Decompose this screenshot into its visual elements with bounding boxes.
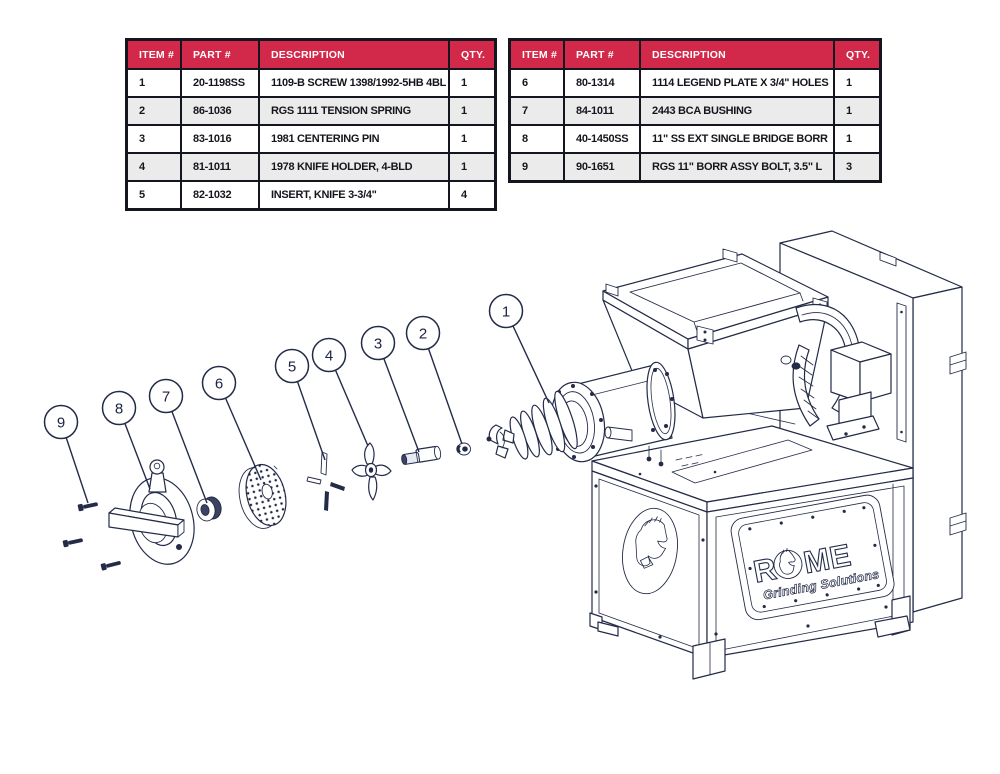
grinder-machine-illustration: R ME Grinding Solutions [486, 230, 967, 680]
col-header-qty: QTY. [833, 41, 879, 68]
callouts: 1 2 3 4 5 6 7 8 [43, 293, 550, 504]
callout-9: 9 [43, 404, 79, 440]
cell-description: 1981 CENTERING PIN [258, 126, 448, 152]
cell-qty: 1 [833, 98, 879, 124]
cell-item: 4 [139, 161, 145, 173]
rome-logo-plate: R ME Grinding Solutions [730, 494, 895, 621]
cell-description: 1114 LEGEND PLATE X 3/4" HOLES [639, 70, 833, 96]
part-knife-inserts [306, 451, 345, 511]
cell-item: 9 [522, 161, 528, 173]
exploded-parts [62, 442, 471, 571]
part-single-bridge [108, 459, 195, 565]
cell-qty: 1 [833, 70, 879, 96]
callout-2-number: 2 [419, 326, 427, 343]
machine-hopper [602, 248, 829, 419]
cell-qty: 1 [448, 126, 494, 152]
callout-5-number: 5 [288, 359, 296, 376]
parts-table-left-header: ITEM # PART # DESCRIPTION QTY. [128, 41, 494, 68]
callout-2: 2 [405, 315, 441, 351]
cell-qty: 3 [833, 154, 879, 180]
callout-8: 8 [101, 390, 137, 426]
callout-3-number: 3 [374, 336, 382, 353]
auger-screw [486, 390, 578, 460]
col-header-part: PART # [180, 41, 258, 68]
col-header-qty: QTY. [448, 41, 494, 68]
callout-4: 4 [311, 337, 347, 373]
callout-6-number: 6 [215, 376, 223, 393]
table-row: 4 81-1011 1978 KNIFE HOLDER, 4-BLD 1 [128, 152, 494, 180]
table-row: 5 82-1032 INSERT, KNIFE 3-3/4" 4 [128, 180, 494, 208]
cell-description: RGS 11" BORR ASSY BOLT, 3.5" L [639, 154, 833, 180]
callout-1: 1 [488, 293, 524, 329]
cell-item: 7 [522, 105, 528, 117]
machine-grinding-head [486, 361, 676, 467]
part-bushing [196, 496, 222, 522]
callout-7: 7 [148, 378, 184, 414]
part-assy-bolts [62, 502, 121, 571]
helmet-emblem [622, 507, 678, 595]
col-header-part: PART # [563, 41, 639, 68]
table-row: 7 84-1011 2443 BCA BUSHING 1 [511, 96, 879, 124]
table-row: 2 86-1036 RGS 1111 TENSION SPRING 1 [128, 96, 494, 124]
col-header-description: DESCRIPTION [639, 41, 833, 68]
cell-description: 2443 BCA BUSHING [639, 98, 833, 124]
cell-part: 40-1450SS [563, 126, 639, 152]
callout-3: 3 [360, 325, 396, 361]
col-header-description: DESCRIPTION [258, 41, 448, 68]
parts-table-right: ITEM # PART # DESCRIPTION QTY. 6 80-1314… [508, 38, 882, 183]
callout-5: 5 [274, 348, 310, 384]
cell-part: 90-1651 [563, 154, 639, 180]
cell-qty: 1 [448, 70, 494, 96]
cell-item: 2 [139, 105, 145, 117]
callout-1-number: 1 [502, 304, 510, 321]
cell-item: 5 [139, 189, 145, 201]
cell-item: 1 [139, 77, 145, 89]
cell-part: 80-1314 [563, 70, 639, 96]
callout-6: 6 [201, 365, 237, 401]
machine-cabinet: R ME Grinding Solutions [589, 470, 914, 680]
parts-table-right-header: ITEM # PART # DESCRIPTION QTY. [511, 41, 879, 68]
col-header-item: ITEM # [522, 48, 558, 61]
cell-description: 1978 KNIFE HOLDER, 4-BLD [258, 154, 448, 180]
cell-item: 8 [522, 133, 528, 145]
cell-item: 6 [522, 77, 528, 89]
logo-text-me: ME [801, 537, 854, 580]
callout-4-number: 4 [325, 348, 333, 365]
part-centering-pin [401, 445, 442, 465]
part-tension-spring [456, 442, 471, 456]
table-row: 9 90-1651 RGS 11" BORR ASSY BOLT, 3.5" L… [511, 152, 879, 180]
machine-motor-arm [780, 303, 892, 441]
cell-description: INSERT, KNIFE 3-3/4" [258, 182, 448, 208]
table-row: 1 20-1198SS 1109-B SCREW 1398/1992-5HB 4… [128, 68, 494, 96]
table-row: 8 40-1450SS 11" SS EXT SINGLE BRIDGE BOR… [511, 124, 879, 152]
logo-o-helmet-icon [773, 548, 803, 579]
callout-8-number: 8 [115, 401, 123, 418]
callout-9-number: 9 [57, 415, 65, 432]
cell-qty: 4 [448, 182, 494, 208]
parts-table-left: ITEM # PART # DESCRIPTION QTY. 1 20-1198… [125, 38, 497, 211]
part-legend-plate [238, 463, 287, 529]
cell-description: RGS 1111 TENSION SPRING [258, 98, 448, 124]
cell-part: 81-1011 [180, 154, 258, 180]
cell-qty: 1 [833, 126, 879, 152]
cell-qty: 1 [448, 154, 494, 180]
cell-description: 1109-B SCREW 1398/1992-5HB 4BL [258, 70, 448, 96]
cell-part: 86-1036 [180, 98, 258, 124]
cell-item: 3 [139, 133, 145, 145]
callout-7-number: 7 [162, 389, 170, 406]
table-row: 3 83-1016 1981 CENTERING PIN 1 [128, 124, 494, 152]
machine-tabletop [591, 411, 914, 513]
cell-part: 83-1016 [180, 126, 258, 152]
table-row: 6 80-1314 1114 LEGEND PLATE X 3/4" HOLES… [511, 68, 879, 96]
cell-part: 84-1011 [563, 98, 639, 124]
cell-description: 11" SS EXT SINGLE BRIDGE BORR [639, 126, 833, 152]
cell-part: 82-1032 [180, 182, 258, 208]
part-knife [351, 442, 392, 501]
col-header-item: ITEM # [139, 48, 175, 61]
cell-qty: 1 [448, 98, 494, 124]
cell-part: 20-1198SS [180, 70, 258, 96]
